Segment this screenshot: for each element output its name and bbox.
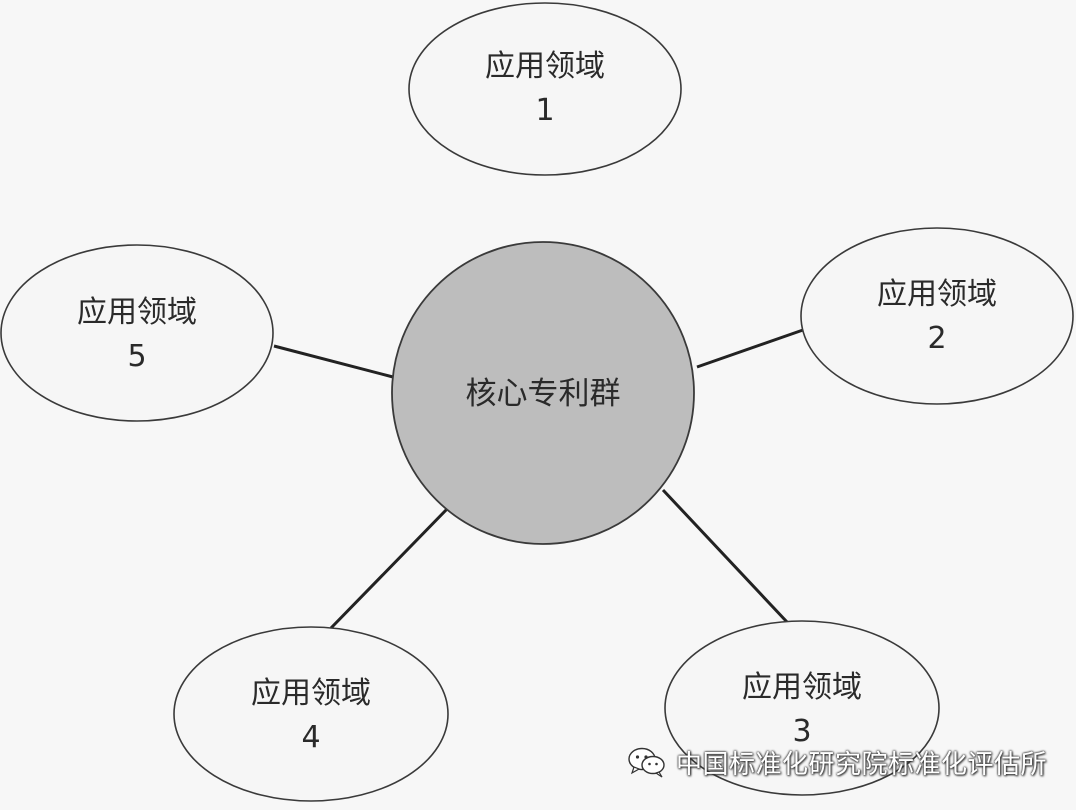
node-1-label: 应用领域	[485, 49, 605, 84]
connector-to-node-4	[329, 505, 451, 630]
node-3-label: 应用领域	[742, 670, 862, 705]
node-application-area-1: 应用领域 1	[408, 2, 682, 176]
connector-to-node-3	[661, 488, 789, 624]
node-3-number: 3	[792, 714, 811, 749]
node-application-area-2: 应用领域 2	[800, 227, 1074, 405]
node-application-area-4: 应用领域 4	[173, 626, 449, 802]
node-application-area-5: 应用领域 5	[0, 244, 274, 422]
watermark: 中国标准化研究院标准化评估所	[626, 744, 1047, 780]
connector-to-node-5	[273, 344, 394, 379]
watermark-text: 中国标准化研究院标准化评估所	[676, 749, 1048, 780]
connector-to-node-2	[696, 328, 804, 369]
node-4-number: 4	[301, 720, 320, 755]
node-4-label: 应用领域	[251, 676, 371, 711]
node-2-number: 2	[927, 321, 946, 356]
node-application-area-3: 应用领域 3	[664, 620, 940, 796]
node-2-label: 应用领域	[877, 277, 997, 312]
node-5-label: 应用领域	[77, 295, 197, 330]
wechat-icon	[626, 745, 668, 779]
node-1-number: 1	[535, 93, 554, 128]
core-label: 核心专利群	[466, 376, 621, 412]
node-5-number: 5	[127, 339, 146, 374]
core-node: 核心专利群	[391, 241, 695, 545]
